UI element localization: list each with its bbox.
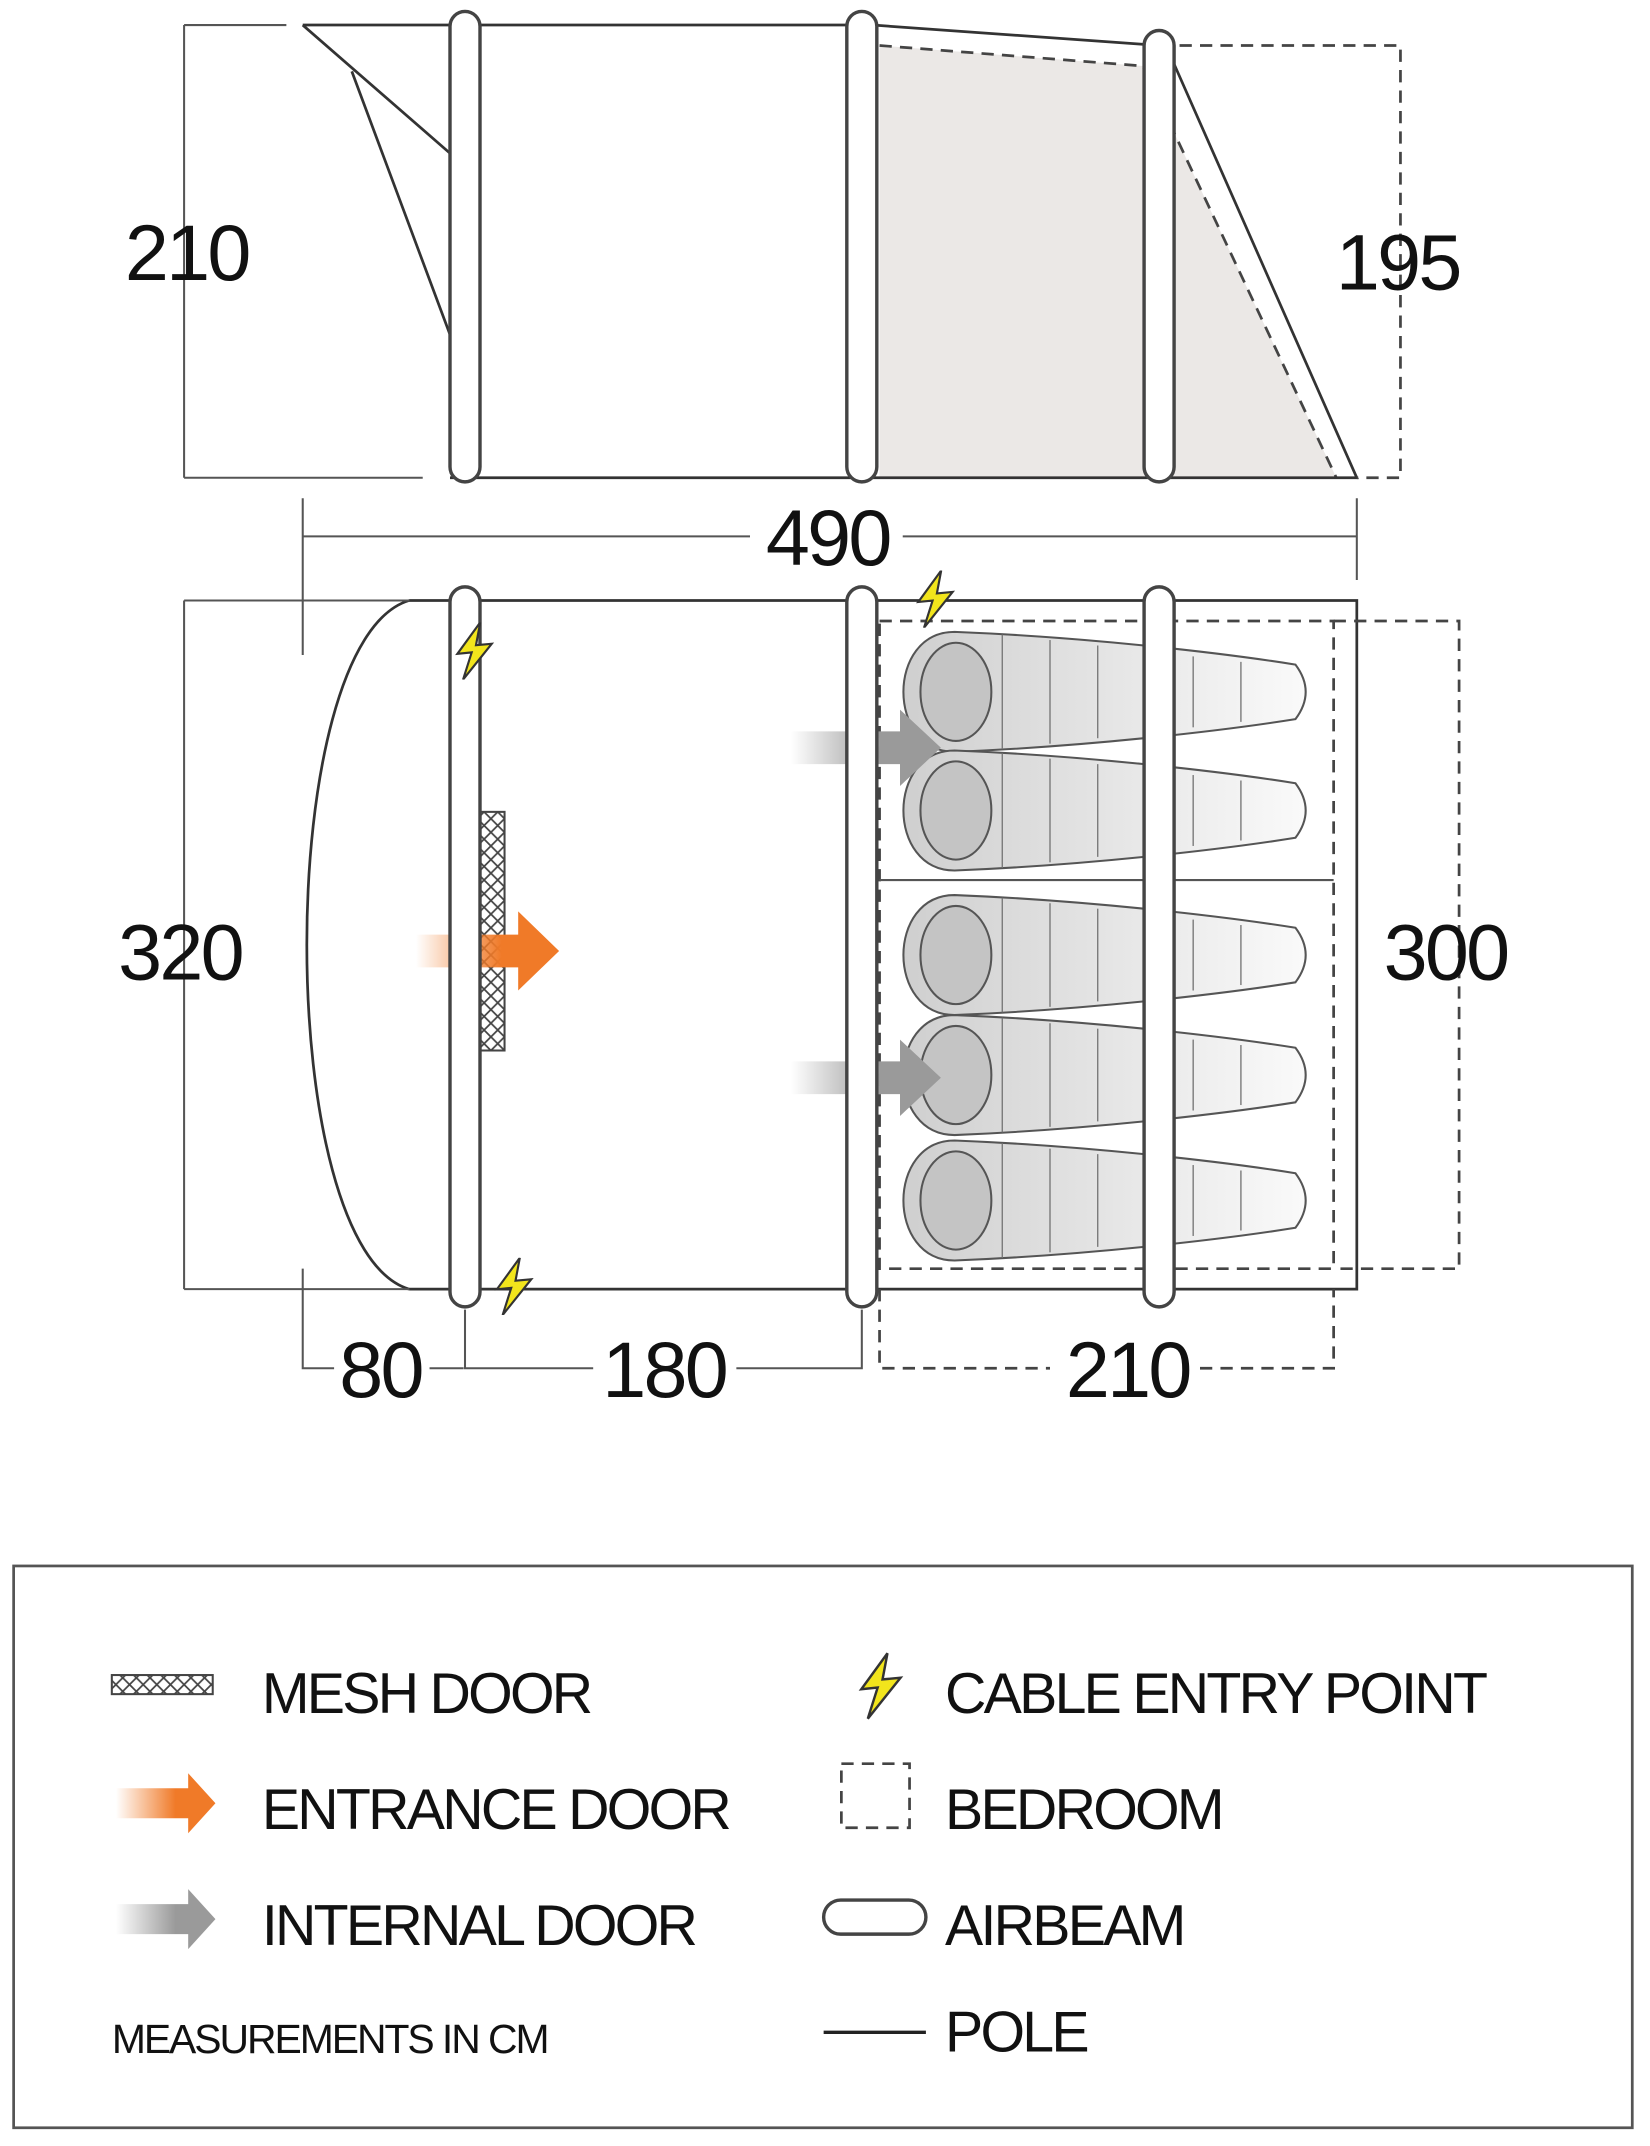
entrance-door-arrow xyxy=(415,911,560,991)
sleeping-bag xyxy=(902,630,1307,753)
width-dim-line xyxy=(183,599,410,1291)
depth-dimensions: 80 180 210 xyxy=(301,1268,1335,1414)
legend: MESH DOOR ENTRANCE DOOR INTERNAL DOOR ME… xyxy=(12,1564,1634,2130)
dim-rear-height: 195 xyxy=(1336,218,1460,307)
side-bedroom-fill xyxy=(879,45,1337,478)
side-view: 210 195 xyxy=(125,9,1462,484)
dim-front-height: 210 xyxy=(125,208,249,297)
measurements-note: MEASUREMENTS IN CM xyxy=(112,2016,548,2062)
bedroom-area xyxy=(878,619,1335,1271)
legend-bedroom: BEDROOM xyxy=(945,1778,1222,1842)
airbeam-3-plan xyxy=(1142,585,1176,1309)
side-bedroom-outline xyxy=(879,44,1338,479)
mesh-door xyxy=(478,810,506,1052)
mesh-door-icon xyxy=(110,1674,214,1696)
entrance-arrow-icon xyxy=(115,1773,216,1834)
airbeam-legend-icon xyxy=(821,1898,928,1936)
dim-porch-depth: 80 xyxy=(339,1325,422,1414)
airbeam-2-side xyxy=(845,9,879,484)
sleeping-bags xyxy=(902,630,1307,1262)
legend-pole: POLE xyxy=(945,2000,1087,2064)
side-rear-dim-line xyxy=(1179,44,1402,480)
porch-curve xyxy=(305,599,410,1291)
dim-living-depth: 180 xyxy=(602,1325,726,1414)
sleeping-bag xyxy=(902,1014,1307,1137)
sleeping-bag xyxy=(902,894,1307,1017)
side-porch-door xyxy=(301,24,452,336)
dim-bedroom-width: 300 xyxy=(1384,908,1508,997)
plan-view: 320 300 xyxy=(118,570,1510,1316)
side-height-dim-line xyxy=(183,24,423,479)
sleeping-bag xyxy=(902,1139,1307,1262)
legend-airbeam: AIRBEAM xyxy=(945,1894,1184,1958)
airbeam-3-side xyxy=(1142,28,1176,484)
sleeping-bag-hood xyxy=(919,641,993,742)
legend-mesh-door: MESH DOOR xyxy=(262,1662,591,1726)
plan-outline xyxy=(409,599,1359,1291)
airbeam-1-side xyxy=(448,9,482,484)
airbeam-2-plan xyxy=(845,585,879,1309)
internal-arrow-icon xyxy=(115,1889,216,1950)
sleeping-bag-hood xyxy=(919,1150,993,1251)
cable-entry-icon-3 xyxy=(495,1257,533,1316)
bedroom-legend-icon xyxy=(839,1762,911,1830)
airbeam-1-plan xyxy=(448,585,482,1309)
dim-total-length: 490 xyxy=(766,493,890,582)
length-dimension: 490 xyxy=(301,493,1358,656)
sleeping-bag-hood xyxy=(919,760,993,861)
sleeping-bag-hood xyxy=(919,904,993,1006)
legend-entrance-door: ENTRANCE DOOR xyxy=(262,1778,730,1842)
legend-cable-entry: CABLE ENTRY POINT xyxy=(945,1662,1487,1726)
dim-total-width: 320 xyxy=(118,908,242,997)
cable-entry-icon-2 xyxy=(917,570,954,628)
bedroom-width-dim xyxy=(1333,619,1461,1271)
sleeping-bag xyxy=(902,749,1307,872)
dim-bedroom-depth: 210 xyxy=(1066,1325,1190,1414)
legend-internal-door: INTERNAL DOOR xyxy=(262,1894,696,1958)
